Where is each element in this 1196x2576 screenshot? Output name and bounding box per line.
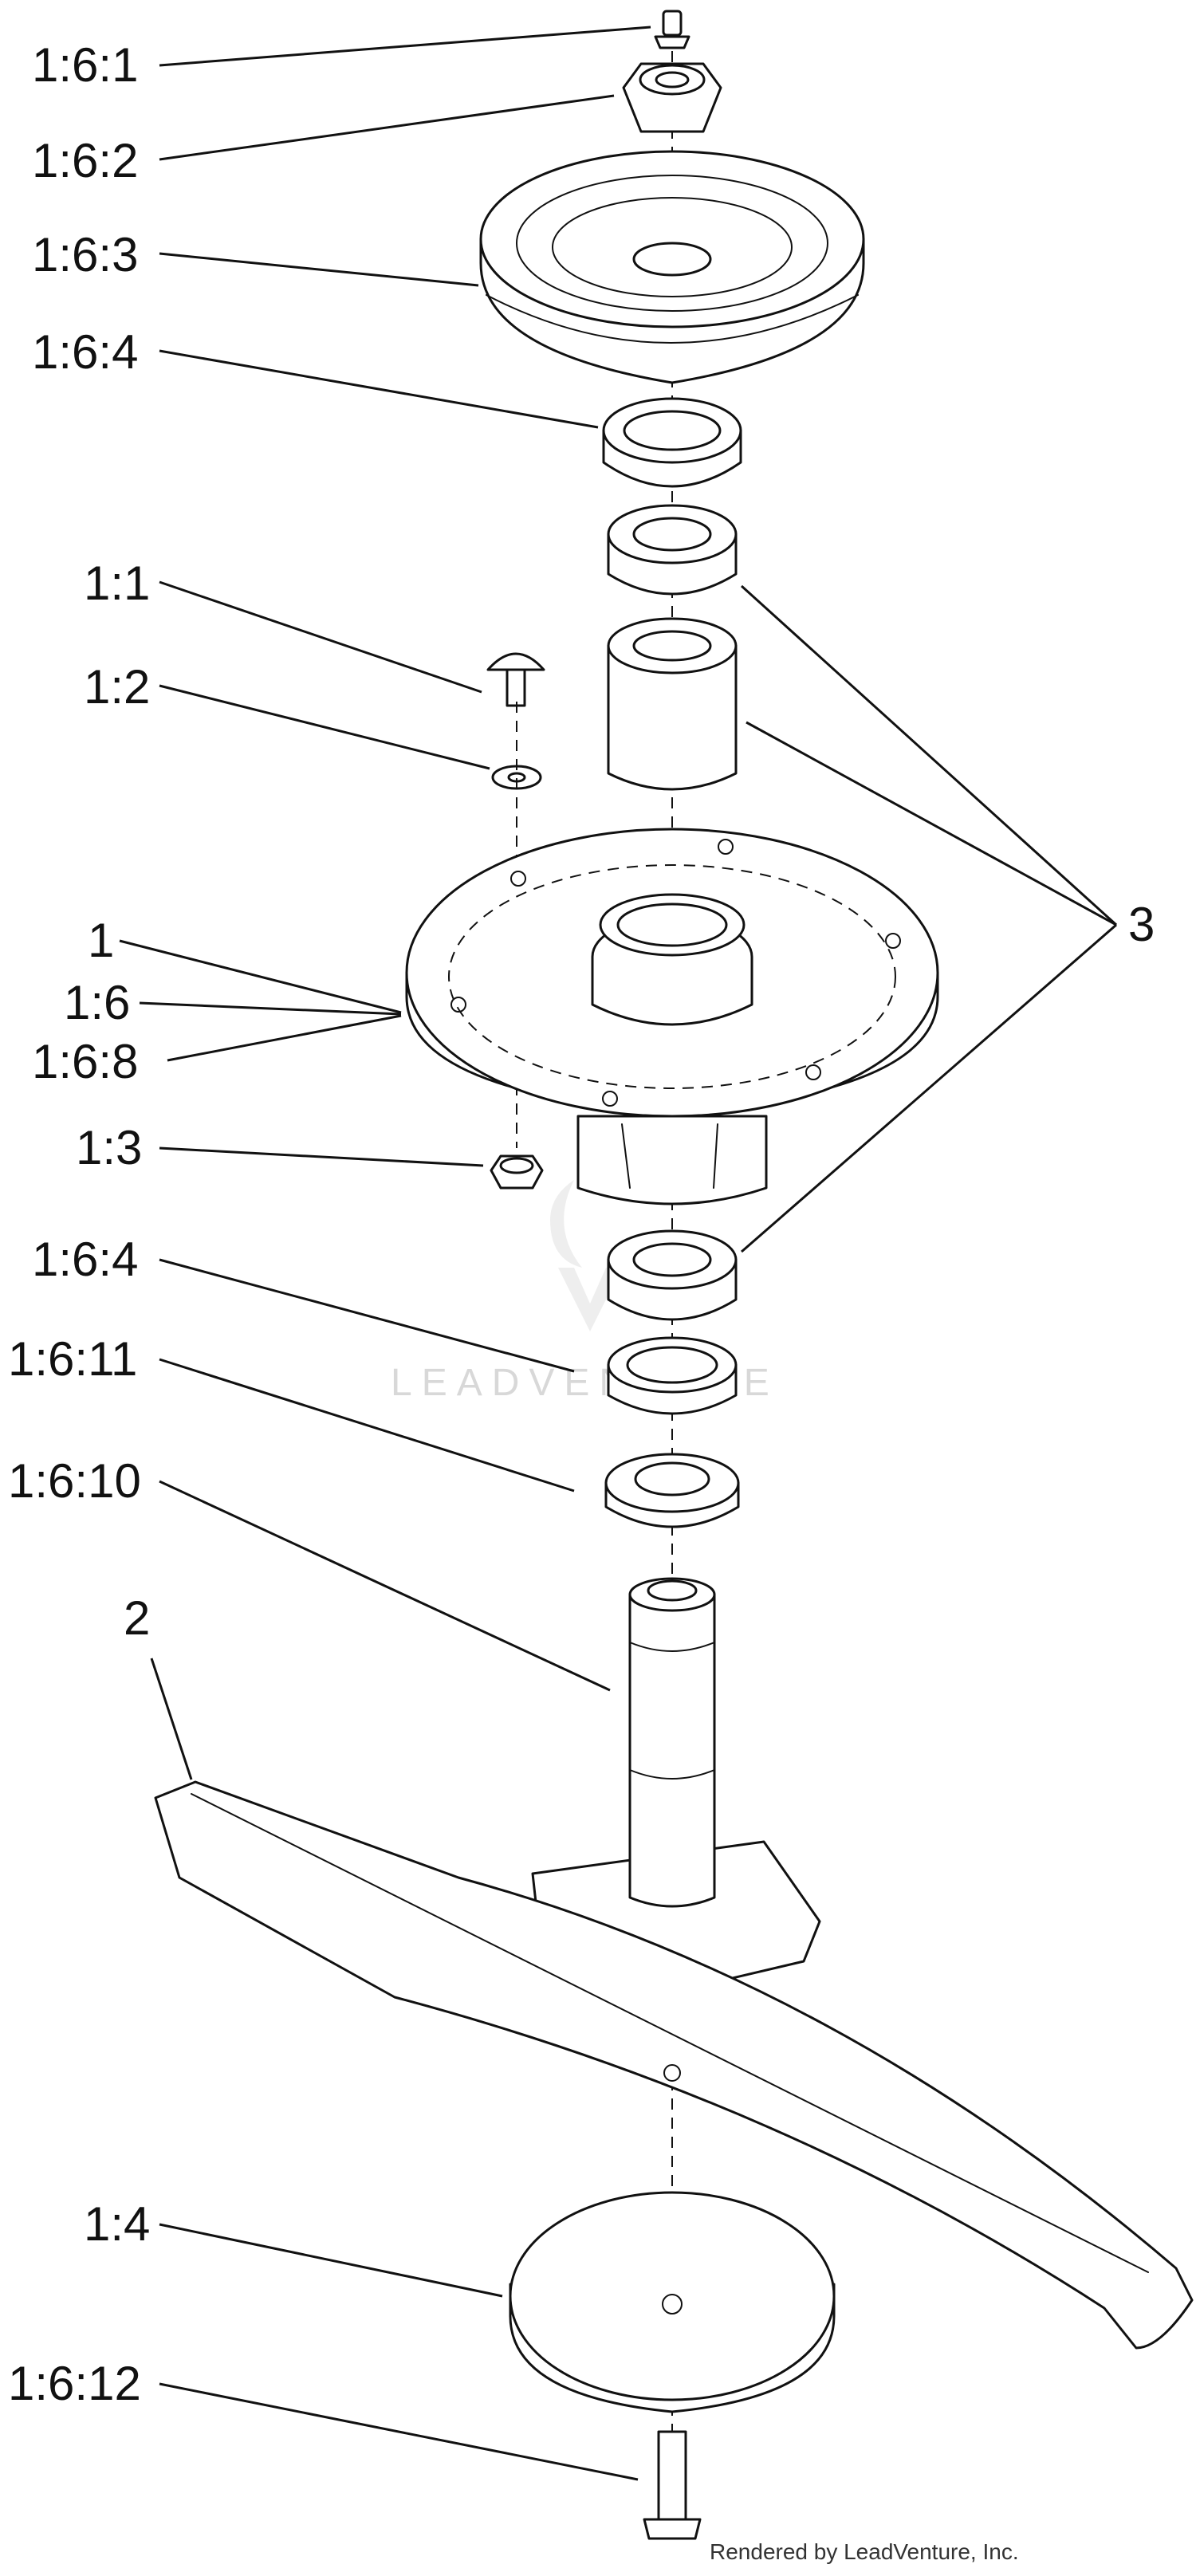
part-1-6-11-seal[interactable]	[604, 1453, 740, 1528]
part-1-6-12-bolt[interactable]	[643, 2430, 702, 2540]
callout-1-6-4-lower: 1:6:4	[32, 1233, 138, 1286]
callout-1-6-12: 1:6:12	[8, 2357, 141, 2410]
part-3-spacer-tube[interactable]	[607, 617, 738, 791]
part-1-6-4-ring-upper[interactable]	[602, 397, 742, 488]
part-1-6-4-ring-lower[interactable]	[607, 1336, 738, 1415]
callout-labels: 1:6:1 1:6:2 1:6:3 1:6:4 1:1 1:2 3 1 1:6 …	[8, 38, 1155, 2410]
callout-1-2: 1:2	[84, 660, 150, 714]
part-1-2-washer[interactable]	[491, 765, 542, 790]
part-1-6-10-spindle-shaft[interactable]	[531, 1577, 821, 1995]
part-2-blade[interactable]	[154, 1780, 1194, 2350]
part-1-spindle-housing[interactable]	[405, 828, 939, 1205]
callout-1-1: 1:1	[84, 556, 150, 610]
callout-1-6-1: 1:6:1	[32, 38, 138, 92]
callout-1-6-2: 1:6:2	[32, 134, 138, 187]
part-3-bearing-lower[interactable]	[607, 1229, 738, 1321]
callout-1: 1	[88, 914, 114, 967]
part-1-3-nut[interactable]	[490, 1154, 544, 1190]
callout-1-4: 1:4	[84, 2197, 150, 2251]
callout-3: 3	[1128, 898, 1155, 951]
callout-1-6-3: 1:6:3	[32, 228, 138, 281]
part-1-1-rivet[interactable]	[486, 652, 545, 707]
part-1-4-cup[interactable]	[509, 2191, 836, 2413]
watermark-logo	[550, 1180, 622, 1331]
part-1-6-2-nut[interactable]	[622, 62, 722, 133]
part-1-6-1-screw[interactable]	[654, 10, 690, 49]
callout-1-6-4-upper: 1:6:4	[32, 325, 138, 379]
callout-1-6-11: 1:6:11	[8, 1332, 137, 1386]
callout-2: 2	[124, 1591, 150, 1645]
callout-1-3: 1:3	[76, 1121, 142, 1174]
render-credit: Rendered by LeadVenture, Inc.	[710, 2539, 1019, 2564]
part-3-bearing-upper[interactable]	[607, 504, 738, 596]
callout-1-6-8: 1:6:8	[32, 1035, 138, 1088]
callout-1-6: 1:6	[64, 976, 130, 1029]
callout-1-6-10: 1:6:10	[8, 1454, 141, 1508]
leader-lines	[119, 26, 1118, 2481]
part-1-6-3-pulley[interactable]	[479, 150, 865, 384]
